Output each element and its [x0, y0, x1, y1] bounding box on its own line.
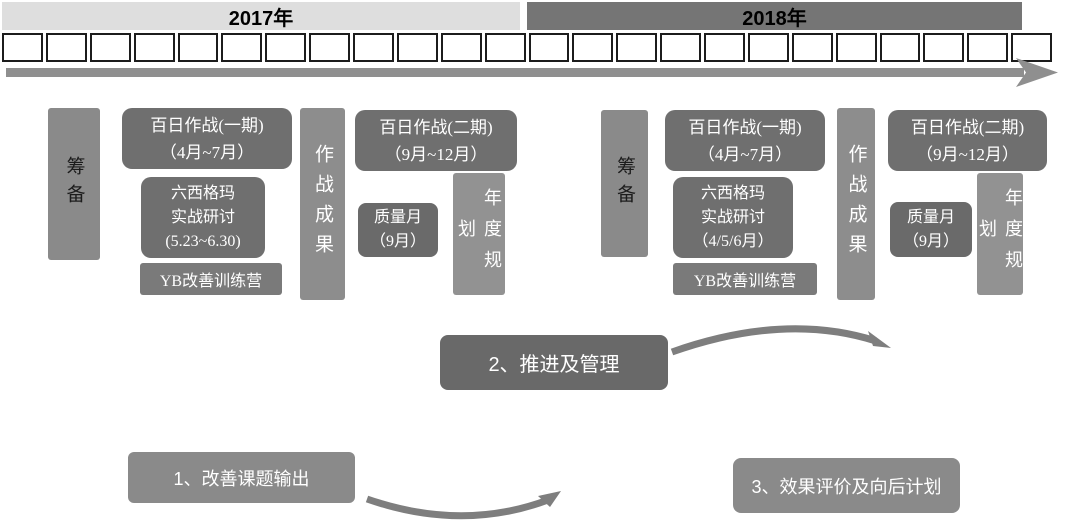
month-cell [133, 33, 175, 62]
month-cell [45, 33, 87, 62]
callout-step3-evaluation-plan: 3、效果评价及向后计划 [733, 458, 960, 513]
battle-phase1-2017-line1: 百日作战(一期) [150, 115, 264, 135]
sixsigma-2018-line3: （4/5/6月） [692, 232, 774, 250]
yb-camp-box-2017: YB改善训练营 [140, 263, 282, 295]
month-cell [704, 33, 745, 62]
month-cell [660, 33, 701, 62]
quality-month-box-2018: 质量月 （9月） [890, 202, 972, 257]
timeline-axis-arrow [6, 58, 1058, 87]
month-cell [2, 33, 43, 62]
sixsigma-2018-line1: 六西格玛 [700, 184, 765, 202]
month-cell [791, 33, 833, 62]
sixsigma-box-2018: 六西格玛 实战研讨 （4/5/6月） [673, 177, 793, 258]
year-2018-label: 2018年 [742, 7, 807, 30]
battle-phase2-2018-line1: 百日作战(二期) [910, 117, 1025, 137]
battle-results-box-2018: 作战成果 [837, 108, 875, 300]
year-2017-label: 2017年 [228, 7, 294, 30]
battle-phase1-box-2018: 百日作战(一期) （4月~7月） [665, 110, 825, 171]
month-cell [484, 33, 526, 62]
battle-phase2-2018-line2: （9月~12月） [916, 144, 1019, 164]
battle-results-box-2017: 作战成果 [300, 108, 345, 300]
battle-phase2-box-2017: 百日作战(二期) （9月~12月） [355, 110, 517, 171]
battle-phase1-2018-line2: （4月~7月） [697, 144, 793, 164]
sixsigma-2017-line1: 六西格玛 [170, 184, 235, 202]
month-cell [177, 33, 219, 62]
quality-month-2018-line1: 质量月 [906, 208, 955, 226]
timeline-ruler [2, 33, 1052, 62]
month-cell [967, 33, 1009, 62]
annual-plan-box-2018: 年度规划 [977, 173, 1023, 295]
year-header-2018: 2018年 [527, 2, 1022, 30]
month-cell [265, 33, 307, 62]
yb-camp-box-2018: YB改善训练营 [673, 263, 817, 295]
month-cell [440, 33, 482, 62]
battle-phase1-2018-line1: 百日作战(一期) [688, 117, 802, 137]
battle-phase2-2017-line2: （9月~12月） [384, 144, 488, 164]
curve-arrow-step2-to-2018 [670, 325, 891, 356]
month-cell [396, 33, 438, 62]
month-cell [353, 33, 394, 62]
month-cell [835, 33, 877, 62]
annual-plan-box-2017: 年度规划 [453, 173, 505, 295]
prep-box-2018: 筹备 [601, 110, 648, 257]
quality-month-2018-line2: （9月） [902, 232, 959, 250]
month-cell [528, 33, 570, 62]
month-cell [1011, 33, 1052, 62]
sixsigma-box-2017: 六西格玛 实战研讨 (5.23~6.30) [141, 177, 265, 258]
month-cell [923, 33, 965, 62]
month-cell [309, 33, 350, 62]
battle-phase2-box-2018: 百日作战(二期) （9月~12月） [888, 110, 1047, 171]
callout-step2-promote-manage: 2、推进及管理 [440, 335, 668, 390]
battle-phase1-2017-line2: （4月~7月） [159, 142, 255, 162]
quality-month-2017-line2: （9月） [369, 233, 426, 250]
month-cell [572, 33, 614, 62]
sixsigma-2018-line2: 实战研讨 [700, 208, 765, 226]
month-cell [221, 33, 263, 62]
quality-month-box-2017: 质量月 （9月） [358, 203, 438, 257]
sixsigma-2017-line3: (5.23~6.30) [165, 232, 241, 250]
callout-step1-topic-output: 1、改善课题输出 [128, 452, 355, 503]
quality-month-2017-line1: 质量月 [373, 209, 422, 226]
curve-arrow-step1-to-step2 [365, 491, 561, 520]
sixsigma-2017-line2: 实战研讨 [170, 208, 235, 226]
month-cell [89, 33, 131, 62]
month-cell [747, 33, 789, 62]
prep-box-2017: 筹备 [48, 108, 100, 260]
battle-phase1-box-2017: 百日作战(一期) （4月~7月） [122, 108, 292, 169]
month-cell [616, 33, 658, 62]
year-header-2017: 2017年 [2, 2, 520, 30]
battle-phase2-2017-line1: 百日作战(二期) [379, 117, 493, 137]
month-cell [879, 33, 921, 62]
